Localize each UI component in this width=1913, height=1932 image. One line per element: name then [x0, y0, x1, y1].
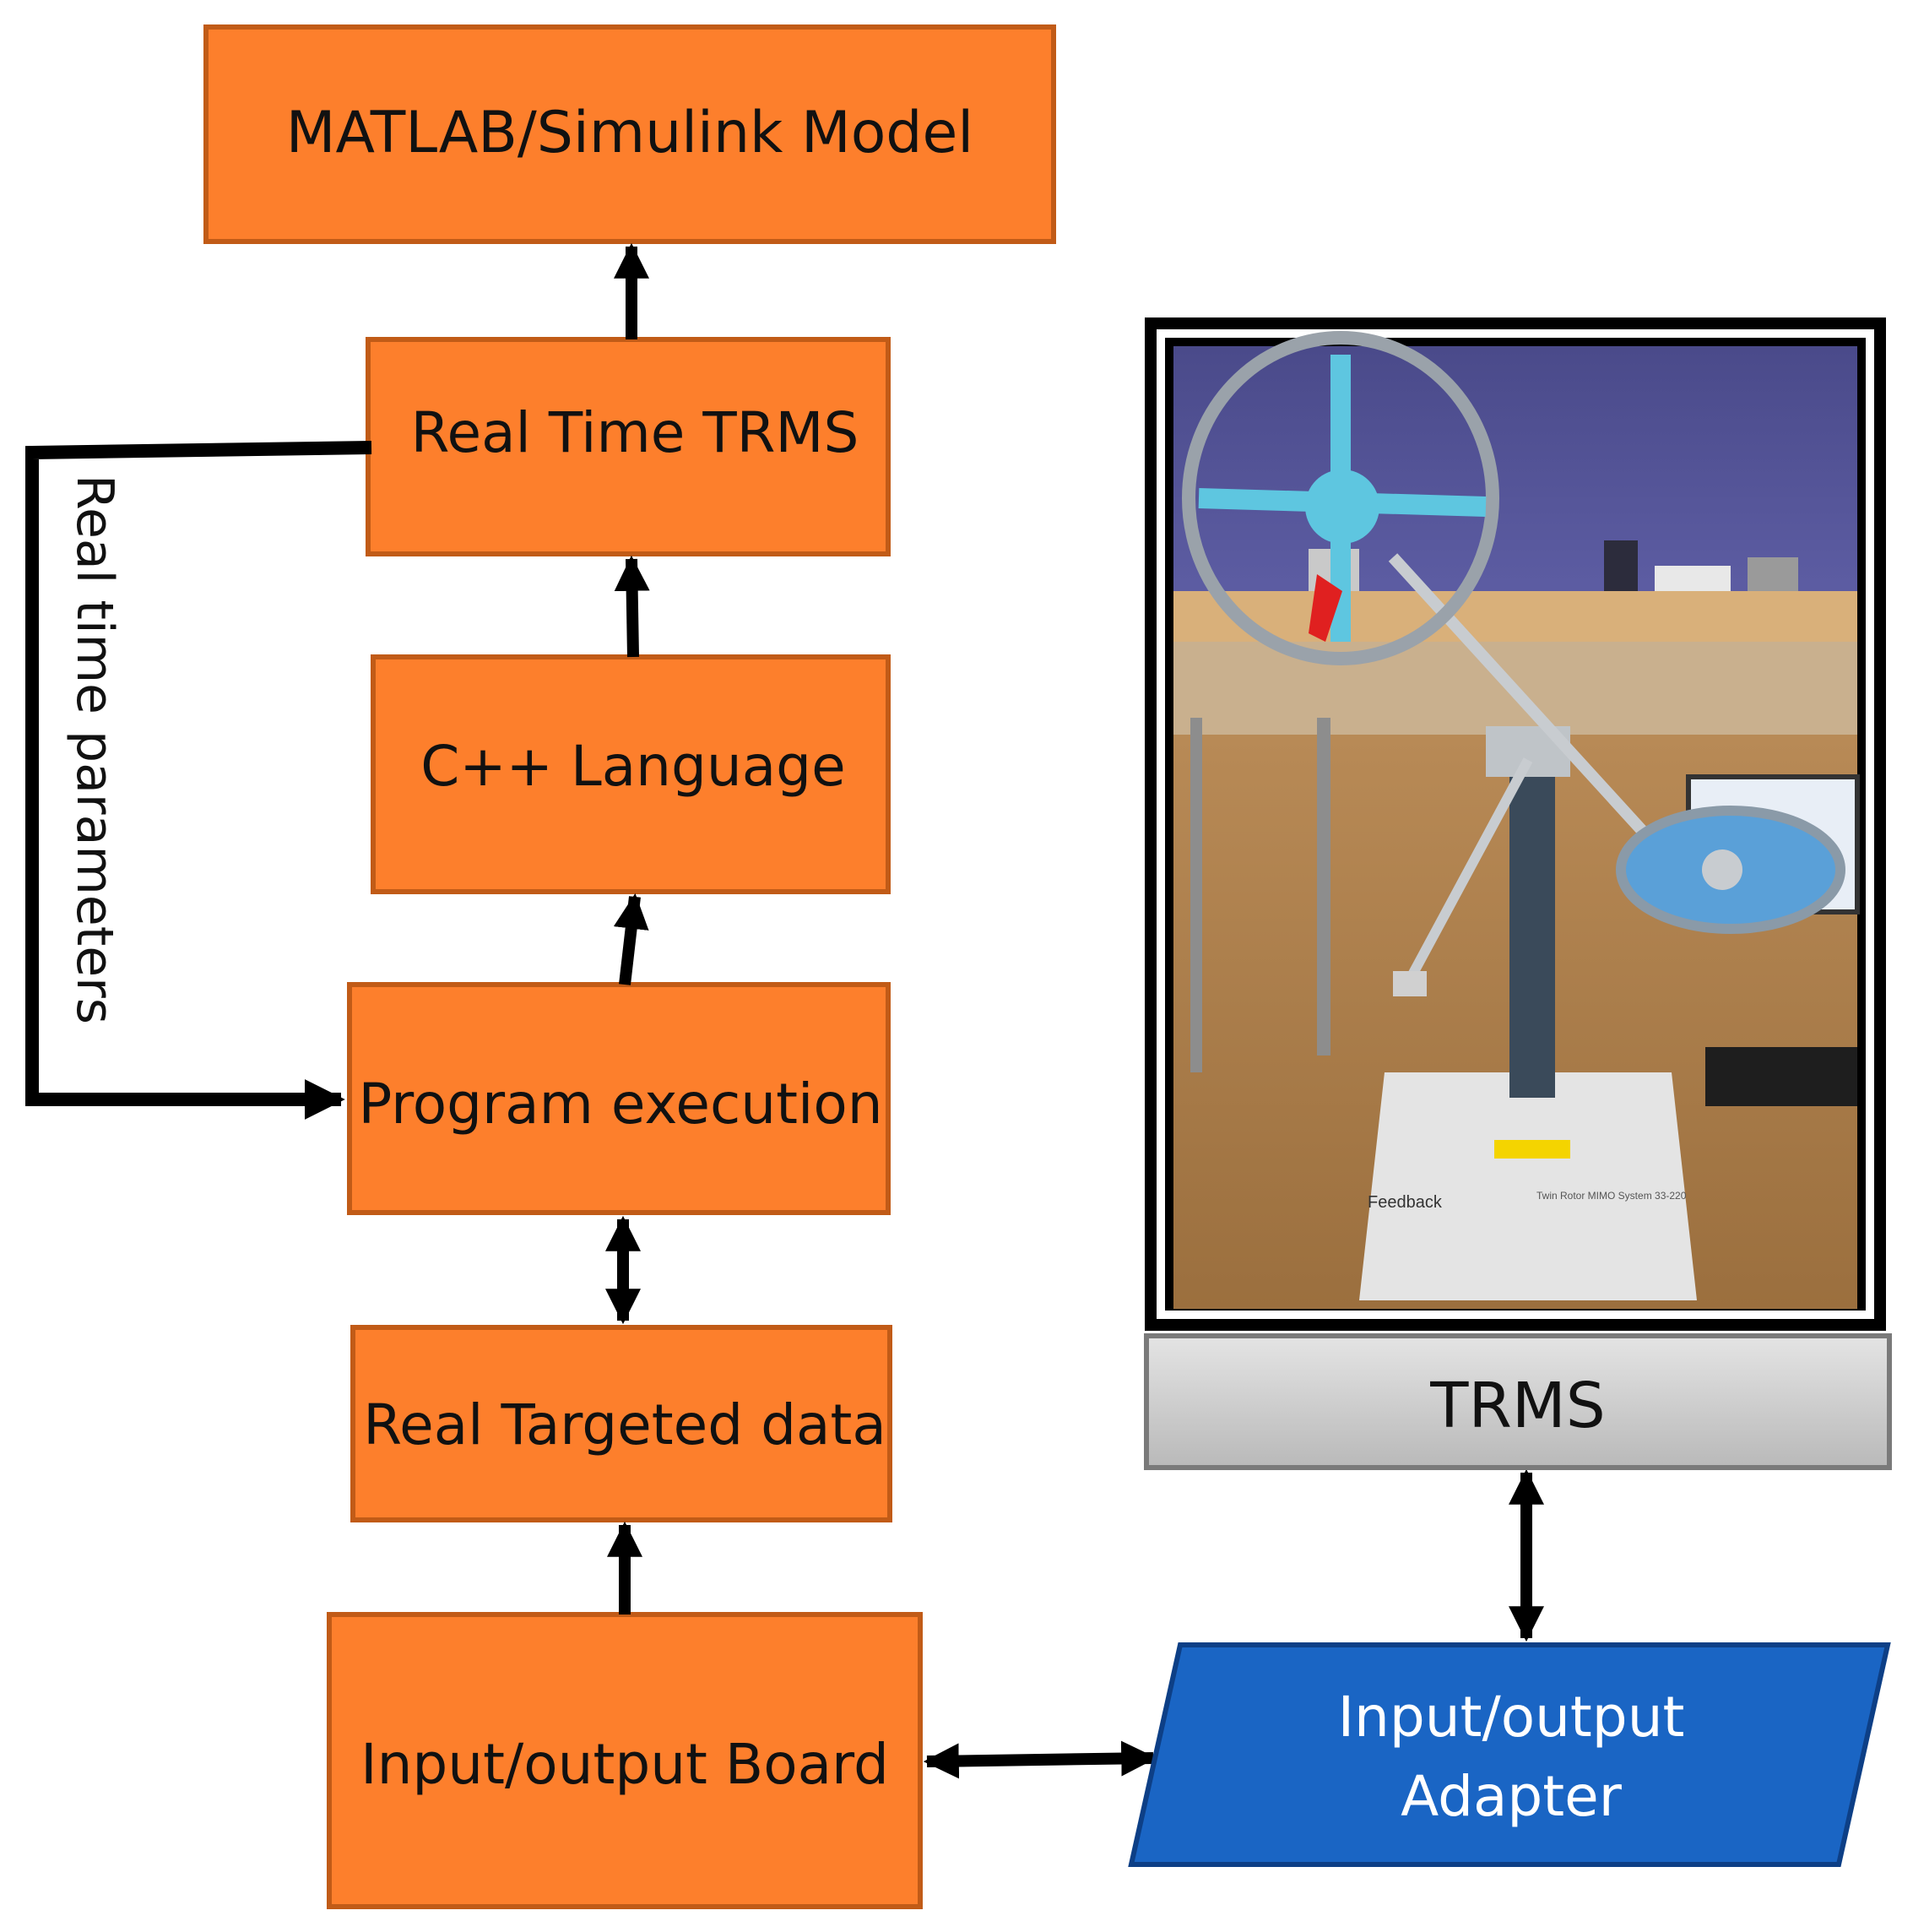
real-targeted-data-label: Real Targeted data: [363, 1392, 886, 1457]
photo-scene: Feedback Twin Rotor MIMO System 33-220: [1173, 331, 1860, 1309]
program-execution-node: Program execution: [347, 982, 891, 1215]
cpp-language-label: C++ Language: [420, 734, 845, 799]
trms-label: TRMS: [1429, 1370, 1605, 1442]
arrow-board-adapter-bidirectional: [923, 1740, 1157, 1779]
feedback-loop-label: Real time parameters: [65, 475, 124, 1024]
feedback-loop-line: [25, 441, 372, 1120]
trms-photo: Feedback Twin Rotor MIMO System 33-220: [1145, 317, 1886, 1331]
photo-base-model: Twin Rotor MIMO System 33-220: [1536, 1190, 1687, 1202]
matlab-model-label: MATLAB/Simulink Model: [286, 100, 973, 166]
cpp-language-node: C++ Language: [371, 654, 891, 894]
io-adapter-label-line1: Input/output: [1338, 1685, 1685, 1750]
io-adapter-label-line2: Adapter: [1401, 1764, 1623, 1829]
matlab-model-node: MATLAB/Simulink Model: [203, 24, 1056, 244]
io-board-node: Input/output Board: [327, 1612, 923, 1909]
trms-label-bar: TRMS: [1144, 1333, 1892, 1470]
photo-base-brand: Feedback: [1368, 1193, 1443, 1212]
real-time-trms-label: Real Time TRMS: [411, 400, 859, 465]
real-targeted-data-node: Real Targeted data: [350, 1325, 892, 1522]
arrow-cpp-to-trms: [614, 555, 650, 658]
arrow-execution-to-cpp: [613, 893, 649, 985]
program-execution-label: Program execution: [358, 1072, 882, 1137]
real-time-trms-node: Real Time TRMS: [366, 337, 891, 556]
io-adapter-node: Input/output Adapter: [1128, 1642, 1891, 1867]
io-board-label: Input/output Board: [360, 1732, 889, 1797]
